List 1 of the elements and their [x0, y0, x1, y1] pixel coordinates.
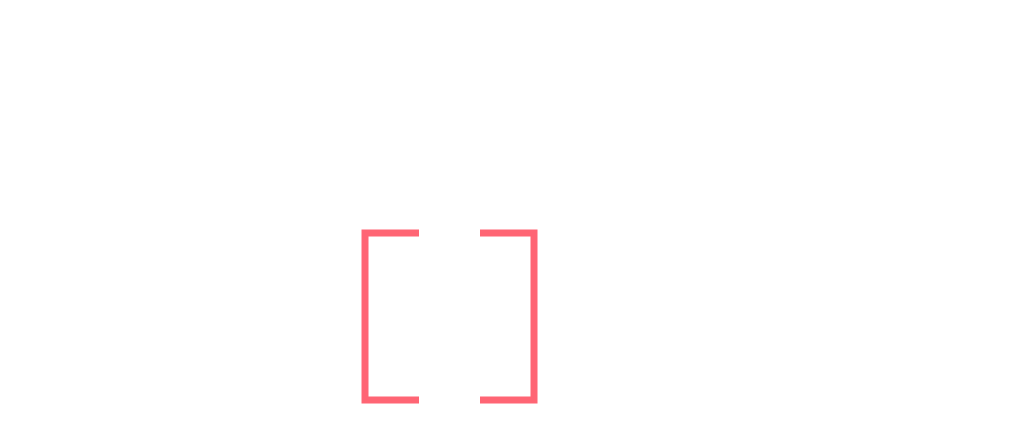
- bracket-frame: [361, 229, 538, 404]
